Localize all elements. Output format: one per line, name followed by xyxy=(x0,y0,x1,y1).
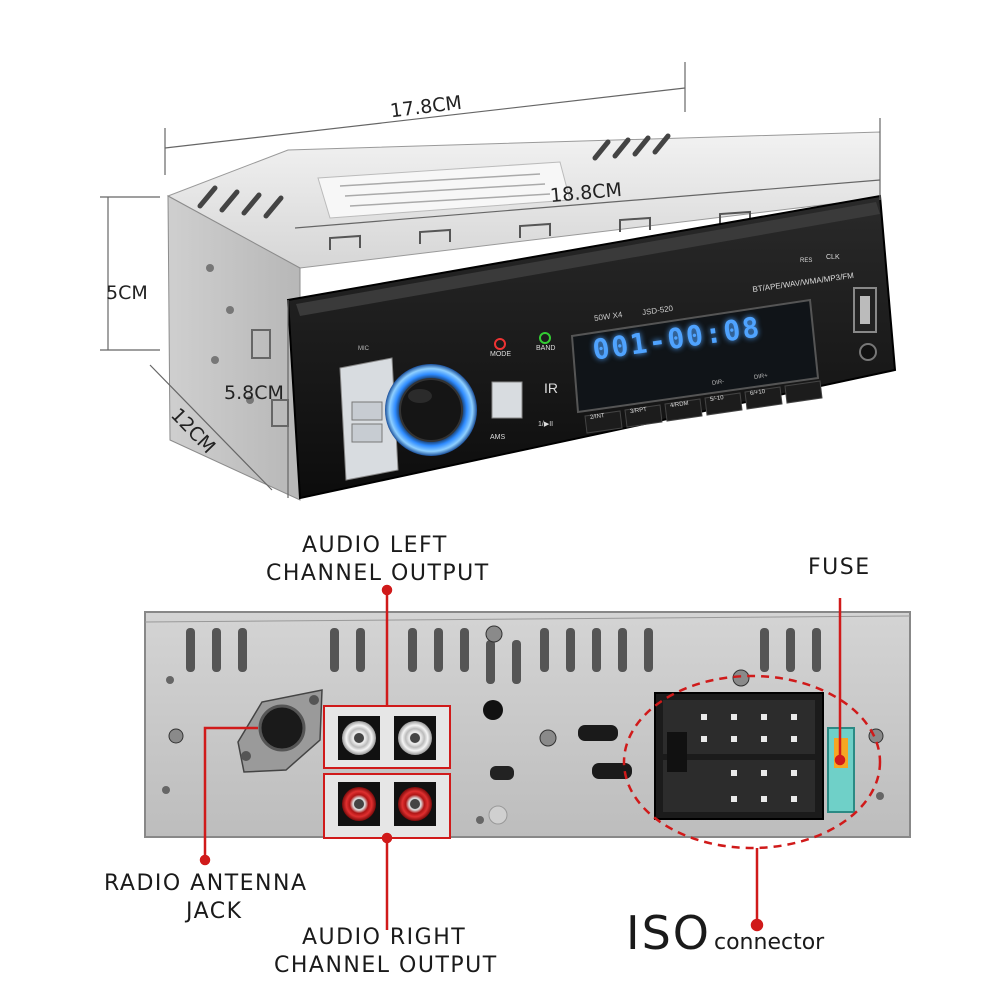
ams-button[interactable]: AMS xyxy=(490,434,506,441)
band-button[interactable]: BAND xyxy=(536,345,556,352)
clk-label: CLK xyxy=(826,254,840,261)
antenna-label-line2: JACK xyxy=(186,899,243,924)
iso-label: ISO xyxy=(626,906,711,960)
ir-sensor: IR xyxy=(544,380,558,396)
height-label: 5CM xyxy=(106,282,148,304)
fuse-label: FUSE xyxy=(808,555,871,580)
radio-rear-view xyxy=(144,611,911,850)
front-height-label: 5.8CM xyxy=(224,382,284,404)
res-label: RES xyxy=(800,258,813,264)
audio-right-label-line1: AUDIO RIGHT xyxy=(302,925,467,950)
preset-1[interactable]: 1/▶II xyxy=(538,421,554,428)
radio-front-view xyxy=(166,131,897,501)
antenna-label-line1: RADIO ANTENNA xyxy=(104,871,308,896)
audio-left-label-line1: AUDIO LEFT xyxy=(302,533,448,558)
connector-label: connector xyxy=(714,930,825,955)
audio-left-label-line2: CHANNEL OUTPUT xyxy=(266,561,490,586)
audio-right-label-line2: CHANNEL OUTPUT xyxy=(274,953,498,978)
callout-lines xyxy=(199,584,846,932)
mic-label: MIC xyxy=(358,346,369,352)
mode-button[interactable]: MODE xyxy=(490,351,511,358)
dimension-lines xyxy=(100,62,881,498)
